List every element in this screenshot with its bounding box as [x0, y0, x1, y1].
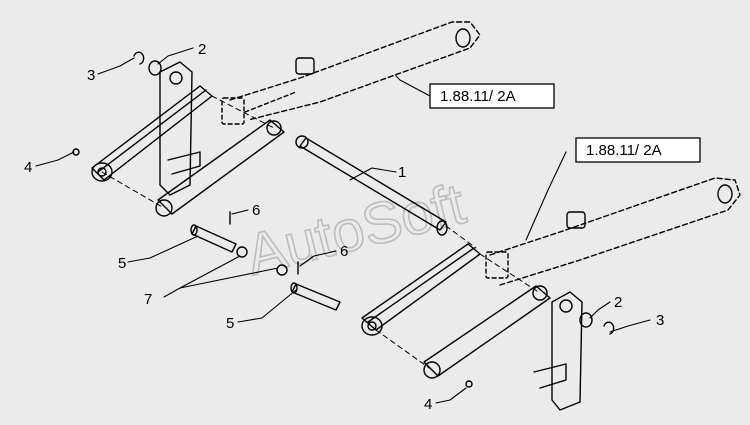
- callout-5-top: 5: [118, 255, 126, 272]
- callout-5-bottom: 5: [226, 315, 234, 332]
- callout-4-top: 4: [24, 159, 32, 176]
- reference-box-right[interactable]: 1.88.11/ 2A: [575, 137, 701, 163]
- shaft: [295, 135, 448, 236]
- callout-6-top: 6: [252, 202, 260, 219]
- link-arm-bottom: [423, 285, 551, 379]
- bracket-right: [533, 291, 583, 411]
- callout-3-top: 3: [87, 67, 95, 84]
- reference-label-right: 1.88.11/ 2A: [586, 142, 662, 159]
- link-arm-lower: [361, 243, 481, 336]
- callout-1: 1: [398, 164, 406, 181]
- clip-lower: [276, 264, 288, 276]
- callout-6-bottom: 6: [340, 243, 348, 260]
- link-arm-upper: [91, 85, 213, 182]
- callout-2-top: 2: [198, 41, 206, 58]
- pin-upper: [190, 224, 237, 253]
- hydraulic-cylinder-right: [485, 177, 741, 286]
- snap-ring-bottom: [603, 321, 615, 335]
- callout-7: 7: [144, 291, 152, 308]
- grease-fitting-bottom: [465, 380, 473, 388]
- callout-3-bottom: 3: [656, 312, 664, 329]
- leader-lines: [35, 47, 651, 404]
- snap-ring-top: [133, 51, 145, 65]
- washer-top: [148, 60, 162, 76]
- callout-2-bottom: 2: [614, 294, 622, 311]
- reference-label-top: 1.88.11/ 2A: [440, 88, 516, 105]
- assembly-guides: [101, 95, 541, 371]
- hydraulic-cylinder-top: [221, 21, 481, 125]
- link-arm-middle: [155, 119, 285, 217]
- reference-box-top[interactable]: 1.88.11/ 2A: [429, 83, 555, 109]
- bracket-left: [159, 61, 201, 196]
- pin-lower: [290, 282, 341, 311]
- clip-upper: [236, 246, 248, 258]
- washer-bottom: [579, 312, 593, 328]
- callout-4-bottom: 4: [424, 396, 432, 413]
